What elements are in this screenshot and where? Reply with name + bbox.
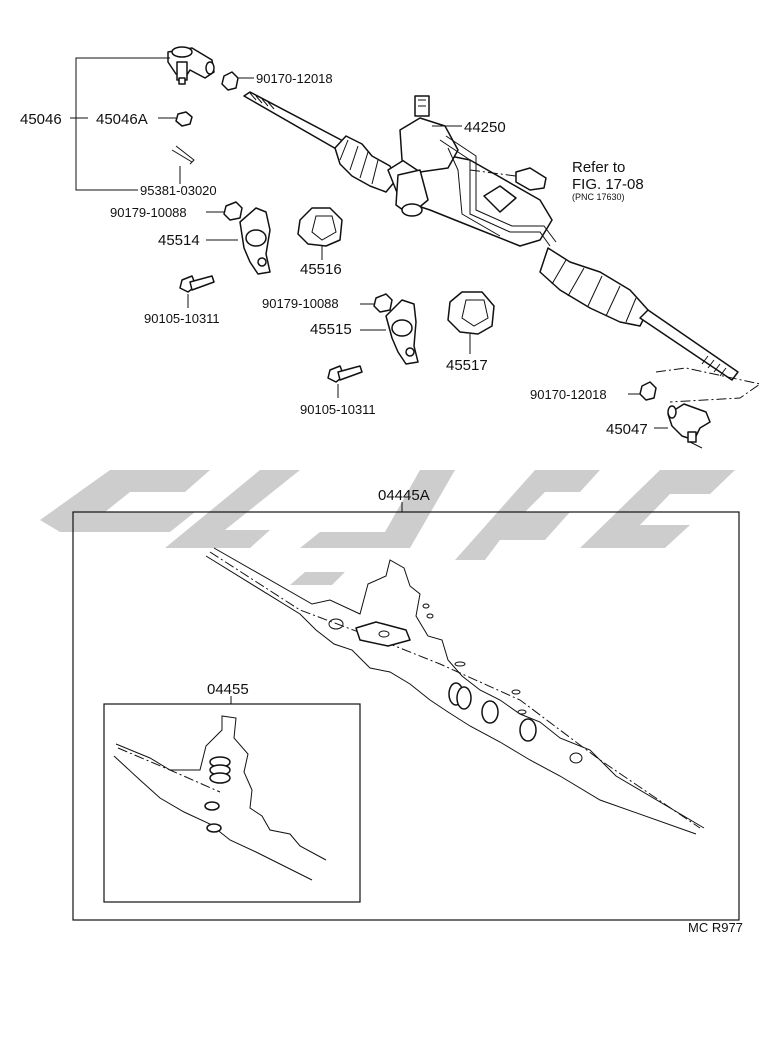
tie-rod-end-left: [167, 46, 215, 85]
gasket-kit-valve-outline: [113, 715, 327, 881]
label-refer-line1: Refer to: [572, 159, 625, 176]
label-45517: 45517: [446, 357, 488, 374]
nut-90170-bottom: [628, 381, 657, 401]
label-45515: 45515: [310, 321, 352, 338]
label-refer-pnc: (PNC 17630): [572, 192, 625, 202]
pipe-fitting-refer: [469, 167, 547, 191]
label-kit-04445a: 04445A: [378, 487, 430, 504]
label-45514: 45514: [158, 232, 200, 249]
label-95381: 95381-03020: [140, 183, 217, 198]
label-90179-b: 90179-10088: [262, 296, 339, 311]
bracket-45514: [206, 207, 271, 275]
label-refer-line2: FIG. 17-08: [572, 176, 644, 193]
label-45046a: 45046A: [96, 111, 148, 128]
label-44250: 44250: [464, 119, 506, 136]
label-90105-b: 90105-10311: [300, 402, 376, 417]
kit-box-04455: [103, 696, 361, 903]
bushing-45517: [447, 291, 495, 354]
label-45046: 45046: [20, 111, 62, 128]
label-90170-bottom: 90170-12018: [530, 387, 607, 402]
gasket-kit-rack-outline: [205, 547, 705, 835]
kit-box-04445a: [72, 502, 740, 921]
bracket-45046: [70, 57, 254, 191]
bolt-90105-b: [327, 365, 363, 398]
cotter-pin: [171, 145, 195, 165]
bolt-90179-a: [206, 201, 243, 221]
bolt-90179-b: [360, 293, 393, 313]
label-45516: 45516: [300, 261, 342, 278]
label-kit-04455: 04455: [207, 681, 249, 698]
label-90179-a: 90179-10088: [110, 205, 187, 220]
label-90170-top: 90170-12018: [256, 71, 333, 86]
bracket-45515: [360, 299, 419, 365]
steering-rack-assembly: [243, 91, 739, 381]
bushing-45516: [297, 207, 343, 260]
bolt-90105-a: [179, 275, 215, 308]
tie-rod-end-right: [654, 367, 762, 449]
diagram-code: MC R977: [688, 920, 743, 935]
lock-nut-45046a: [175, 111, 193, 127]
label-45047: 45047: [606, 421, 648, 438]
label-90105-a: 90105-10311: [144, 311, 220, 326]
watermark-logo: [40, 470, 735, 585]
nut-90170-top: [221, 71, 239, 91]
